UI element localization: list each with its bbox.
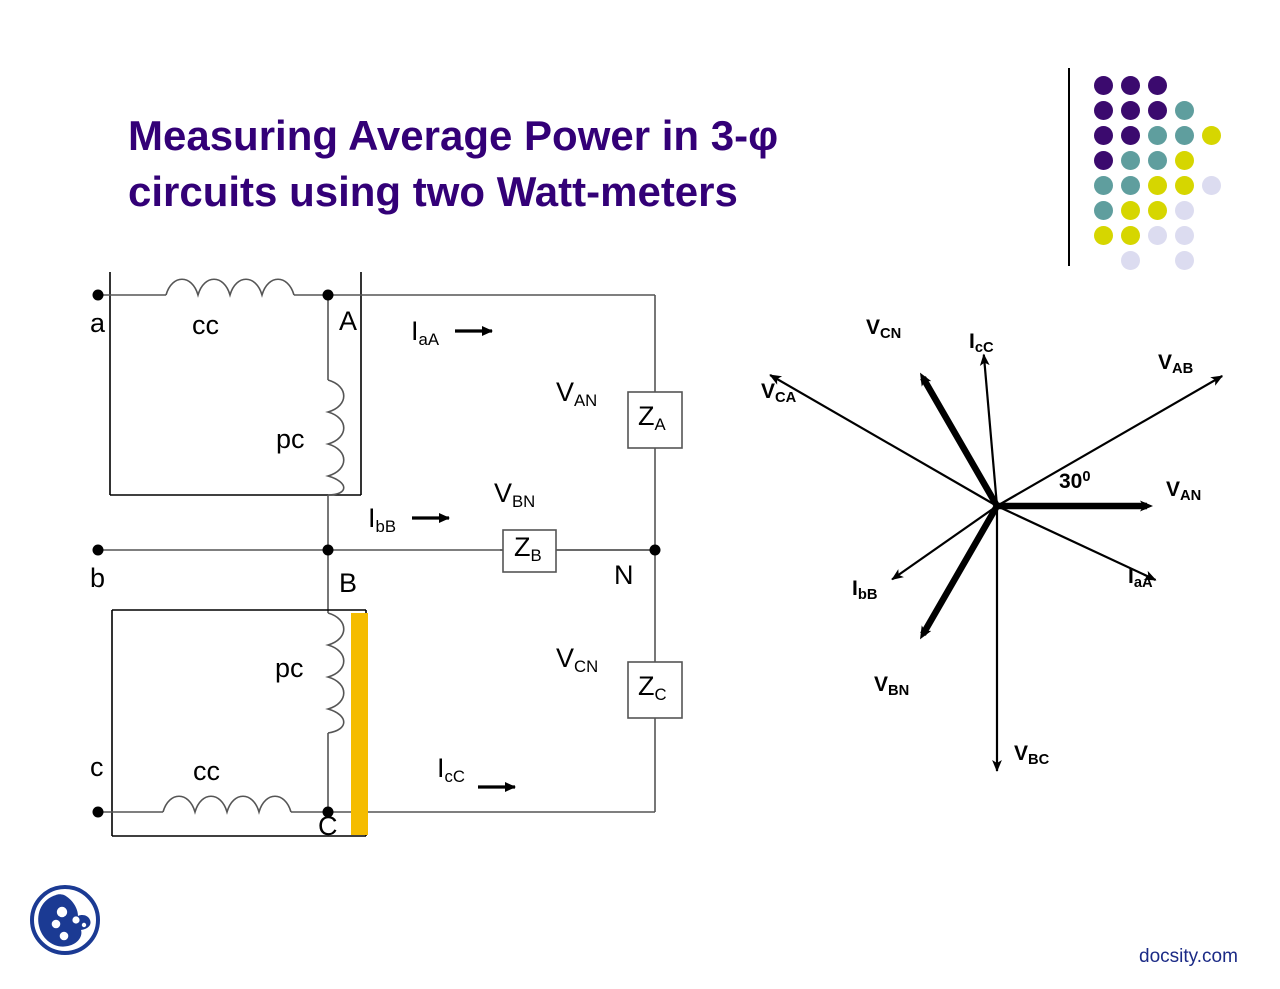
- terminal-label-b: b: [90, 563, 106, 593]
- terminal-dot-c: [92, 806, 104, 818]
- decor-dot: [1094, 101, 1113, 120]
- phasor-vector-V_CA: [769, 374, 998, 507]
- pc-label-bottom: pc: [275, 653, 304, 683]
- pc-label-top: pc: [276, 424, 305, 454]
- angle-annotation: 300: [1059, 469, 1091, 493]
- decor-dot: [1175, 226, 1194, 245]
- decor-dot: [1148, 126, 1167, 145]
- watermark-text: docsity.com: [1139, 946, 1238, 967]
- current-label-iaA: IaA: [411, 316, 439, 349]
- node-dot-A: [322, 289, 334, 301]
- decor-dot: [1148, 201, 1167, 220]
- decor-dot: [1121, 151, 1140, 170]
- phasor-vector-V_AB: [996, 375, 1224, 507]
- terminal-dot-a: [92, 289, 104, 301]
- cc-label-bottom: cc: [193, 756, 220, 786]
- decor-dot: [1175, 201, 1194, 220]
- load-label-ZB: ZB: [514, 532, 542, 565]
- decor-dot: [1121, 251, 1140, 270]
- decor-dot: [1175, 151, 1194, 170]
- decor-dot: [1175, 101, 1194, 120]
- voltage-label-VBN: VBN: [494, 478, 536, 511]
- node-label-A: A: [339, 306, 358, 336]
- decor-dot: [1121, 126, 1140, 145]
- decor-dot: [1121, 201, 1140, 220]
- load-label-ZC: ZC: [638, 671, 667, 704]
- decor-dot: [1094, 226, 1113, 245]
- decor-dot: [1094, 76, 1113, 95]
- decor-dot: [1121, 226, 1140, 245]
- decor-dot: [1121, 101, 1140, 120]
- terminal-dot-b: [92, 544, 104, 556]
- voltage-label-VCN: VCN: [556, 643, 599, 676]
- title-line-1: Measuring Average Power in 3-φ: [128, 112, 779, 159]
- phasor-vector-V_CN: [920, 372, 1000, 508]
- phasor-vector-I_cC: [979, 353, 999, 507]
- node-dot-N: [649, 544, 661, 556]
- phasor-label-V_AB: VAB: [1158, 351, 1194, 377]
- decor-dot: [1094, 176, 1113, 195]
- phasor-label-I_cC: IcC: [969, 330, 994, 356]
- phasor-vector-I_bB: [891, 505, 998, 581]
- phasor-vector-I_aA: [996, 505, 1157, 581]
- vertical-rule: [1068, 68, 1070, 266]
- phasor-label-V_BC: VBC: [1014, 742, 1050, 768]
- phasor-vector-V_BN: [920, 504, 1000, 640]
- node-label-N: N: [614, 560, 634, 590]
- decor-dot: [1148, 176, 1167, 195]
- phasor-label-I_aA: IaA: [1128, 565, 1153, 591]
- decor-dot: [1175, 251, 1194, 270]
- current-label-ibB: IbB: [368, 503, 396, 536]
- cc-label-top: cc: [192, 310, 219, 340]
- phasor-label-V_CN: VCN: [866, 316, 902, 342]
- phasor-label-V_BN: VBN: [874, 673, 910, 699]
- decor-dot: [1121, 176, 1140, 195]
- docsity-logo: [30, 885, 100, 955]
- node-label-C: C: [318, 811, 338, 841]
- page-title: Measuring Average Power in 3-φ circuits …: [128, 108, 948, 220]
- node-label-B: B: [339, 568, 358, 598]
- highlight-bar: [351, 613, 368, 835]
- terminal-label-c: c: [90, 752, 104, 782]
- decor-dot: [1175, 126, 1194, 145]
- node-dot-C: [322, 806, 334, 818]
- decor-dot: [1121, 76, 1140, 95]
- decor-dot: [1148, 76, 1167, 95]
- decor-dot: [1148, 226, 1167, 245]
- phasor-label-V_CA: VCA: [761, 380, 797, 406]
- terminal-label-a: a: [90, 308, 106, 338]
- decor-dot: [1094, 126, 1113, 145]
- current-label-icC: IcC: [437, 753, 465, 786]
- voltage-label-VAN: VAN: [556, 377, 598, 410]
- node-dot-B: [322, 544, 334, 556]
- decor-dot: [1175, 176, 1194, 195]
- dot-grid-decoration: [1068, 68, 1228, 270]
- decor-dot: [1148, 101, 1167, 120]
- decor-dot: [1094, 201, 1113, 220]
- decor-dot: [1202, 176, 1221, 195]
- decor-dot: [1148, 151, 1167, 170]
- phasor-label-V_AN: VAN: [1166, 478, 1202, 504]
- load-label-ZA: ZA: [638, 401, 666, 434]
- decor-dot: [1202, 126, 1221, 145]
- title-line-2: circuits using two Watt-meters: [128, 167, 738, 215]
- decor-dot: [1094, 151, 1113, 170]
- phasor-label-I_bB: IbB: [852, 577, 878, 603]
